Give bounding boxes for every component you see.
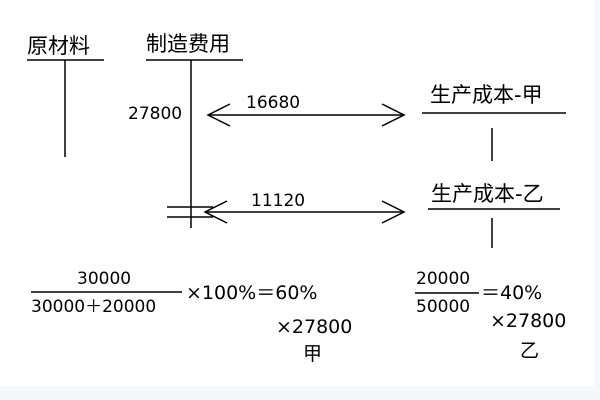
calc-a-product: 甲 — [303, 343, 323, 365]
calc-a-multiply: ×27800 — [276, 316, 353, 338]
account-manufacturing-overhead: 制造费用 — [146, 32, 230, 56]
calc-b-result: ＝40% — [481, 282, 543, 304]
calc-a-denominator: 30000＋20000 — [31, 297, 157, 317]
calc-b-denominator: 50000 — [416, 297, 471, 317]
transfer-amount-b: 11120 — [251, 191, 306, 211]
calc-a-numerator: 30000 — [77, 269, 132, 289]
calc-a-result: ×100%＝60% — [186, 282, 318, 304]
account-production-cost-a: 生产成本-甲 — [430, 83, 543, 107]
account-production-cost-b: 生产成本-乙 — [431, 182, 544, 206]
arrow-to-cost-a — [206, 103, 406, 127]
calc-b-numerator: 20000 — [416, 269, 471, 289]
diagram-canvas: 原材料 制造费用 生产成本-甲 生产成本-乙 27800 16680 11120… — [0, 0, 594, 386]
diagram-lines — [27, 59, 566, 294]
calc-b-product: 乙 — [520, 340, 540, 362]
arrow-to-cost-b — [203, 200, 406, 224]
transfer-amount-a: 16680 — [246, 93, 301, 113]
calc-b-multiply: ×27800 — [490, 310, 567, 332]
overhead-debit-amount: 27800 — [128, 104, 183, 124]
account-raw-material: 原材料 — [27, 34, 90, 58]
